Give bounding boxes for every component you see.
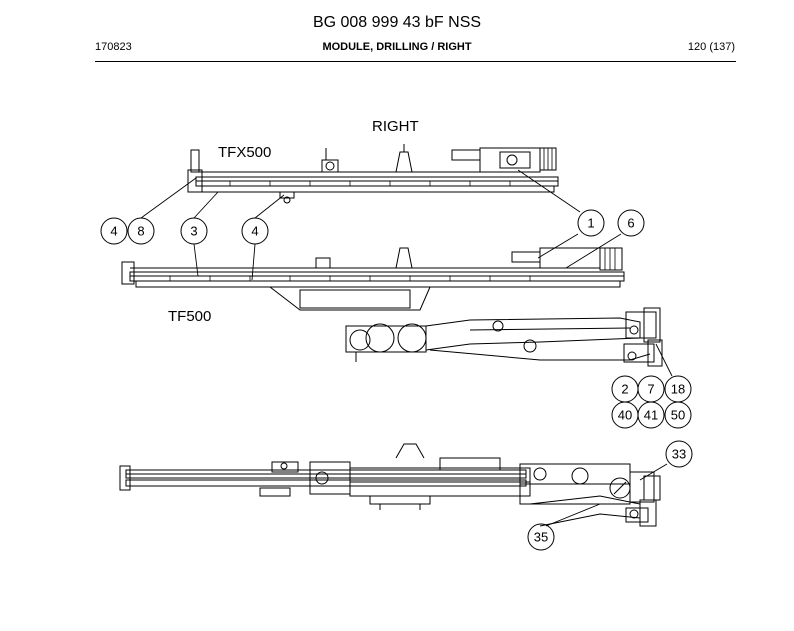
date-code: 170823 <box>95 41 132 53</box>
callout-50: 50 <box>664 401 692 429</box>
svg-text:6: 6 <box>627 216 634 231</box>
svg-text:7: 7 <box>647 382 654 397</box>
svg-text:35: 35 <box>534 530 548 545</box>
callout-40: 40 <box>611 401 639 429</box>
callout-leaders <box>140 169 673 527</box>
view-label: RIGHT <box>372 118 419 135</box>
page-number: 120 (137) <box>687 41 735 53</box>
document-number: BG 008 999 43 bF NSS <box>312 14 482 31</box>
callout-33: 33 <box>665 440 693 468</box>
tf500-feed-drawing <box>121 247 663 367</box>
svg-text:50: 50 <box>671 408 685 423</box>
svg-text:4: 4 <box>110 224 117 239</box>
svg-text:2: 2 <box>621 382 628 397</box>
svg-text:8: 8 <box>137 224 144 239</box>
svg-text:18: 18 <box>671 382 685 397</box>
callout-18: 18 <box>664 375 692 403</box>
callout-2: 2 <box>611 375 639 403</box>
callout-8: 8 <box>127 217 155 245</box>
header-rule <box>95 61 736 62</box>
callout-4: 4 <box>241 217 269 245</box>
svg-text:3: 3 <box>190 224 197 239</box>
svg-text:41: 41 <box>644 408 658 423</box>
tf500-label: TF500 <box>168 308 211 325</box>
callout-7: 7 <box>637 375 665 403</box>
tfx500-feed-drawing <box>187 144 559 204</box>
callout-1: 1 <box>577 209 605 237</box>
section-title: MODULE, DRILLING / RIGHT <box>322 41 472 53</box>
svg-text:4: 4 <box>251 224 258 239</box>
svg-text:40: 40 <box>618 408 632 423</box>
callout-5: 4 <box>100 217 128 245</box>
callout-3: 3 <box>180 217 208 245</box>
callout-6: 6 <box>617 209 645 237</box>
svg-text:33: 33 <box>672 447 686 462</box>
callout-41: 41 <box>637 401 665 429</box>
bottom-view-drawing <box>119 443 661 527</box>
svg-text:1: 1 <box>587 216 594 231</box>
tfx500-label: TFX500 <box>218 144 271 161</box>
callout-35: 35 <box>527 523 555 551</box>
